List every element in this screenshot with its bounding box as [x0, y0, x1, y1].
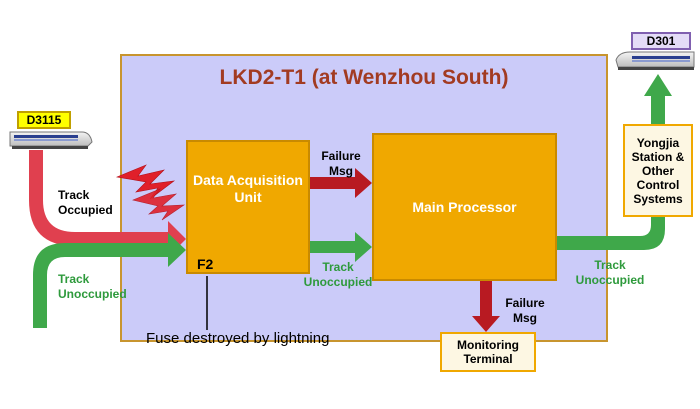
data-acquisition-unit: Data Acquisition Unit	[186, 140, 310, 274]
fuse-label: F2	[197, 256, 214, 272]
track-unoccupied-in-label: Track Unoccupied	[58, 272, 127, 301]
lightning-bolt-icon	[115, 164, 186, 221]
station-title: LKD2-T1 (at Wenzhou South)	[219, 66, 509, 89]
failure-msg-top-label: Failure Msg	[321, 149, 361, 178]
track-unoccupied-in-arrow	[33, 233, 186, 328]
track-unoccupied-out-arrow	[557, 217, 665, 250]
dau-label: Data Acquisition Unit	[193, 172, 303, 205]
track-unoccupied-mid-arrow	[310, 232, 372, 262]
monitoring-label: Monitoring Terminal	[457, 338, 519, 366]
yongjia-label: Yongjia Station & Other Control Systems	[631, 135, 685, 206]
failure-msg-down-label: Failure Msg	[505, 296, 545, 325]
failure-msg-down-arrow	[472, 281, 500, 332]
train-label-d301: D301	[631, 32, 691, 50]
track-occupied-label: Track Occupied	[58, 188, 113, 217]
train-icon	[615, 51, 695, 70]
monitoring-terminal-box: Monitoring Terminal	[440, 332, 536, 372]
fuse-caption: Fuse destroyed by lightning	[146, 330, 330, 347]
yongjia-station-box: Yongjia Station & Other Control Systems	[623, 124, 693, 217]
train-icon	[9, 131, 93, 149]
train-label-d3115: D3115	[17, 111, 71, 129]
yongjia-to-d301-arrow	[644, 74, 672, 124]
mp-label: Main Processor	[412, 199, 517, 215]
main-processor: Main Processor	[372, 133, 557, 281]
track-unoccupied-out-label: Track Unoccupied	[575, 258, 645, 287]
track-unoccupied-mid-label: Track Unoccupied	[303, 260, 373, 289]
failure-msg-top-arrow	[310, 168, 372, 198]
